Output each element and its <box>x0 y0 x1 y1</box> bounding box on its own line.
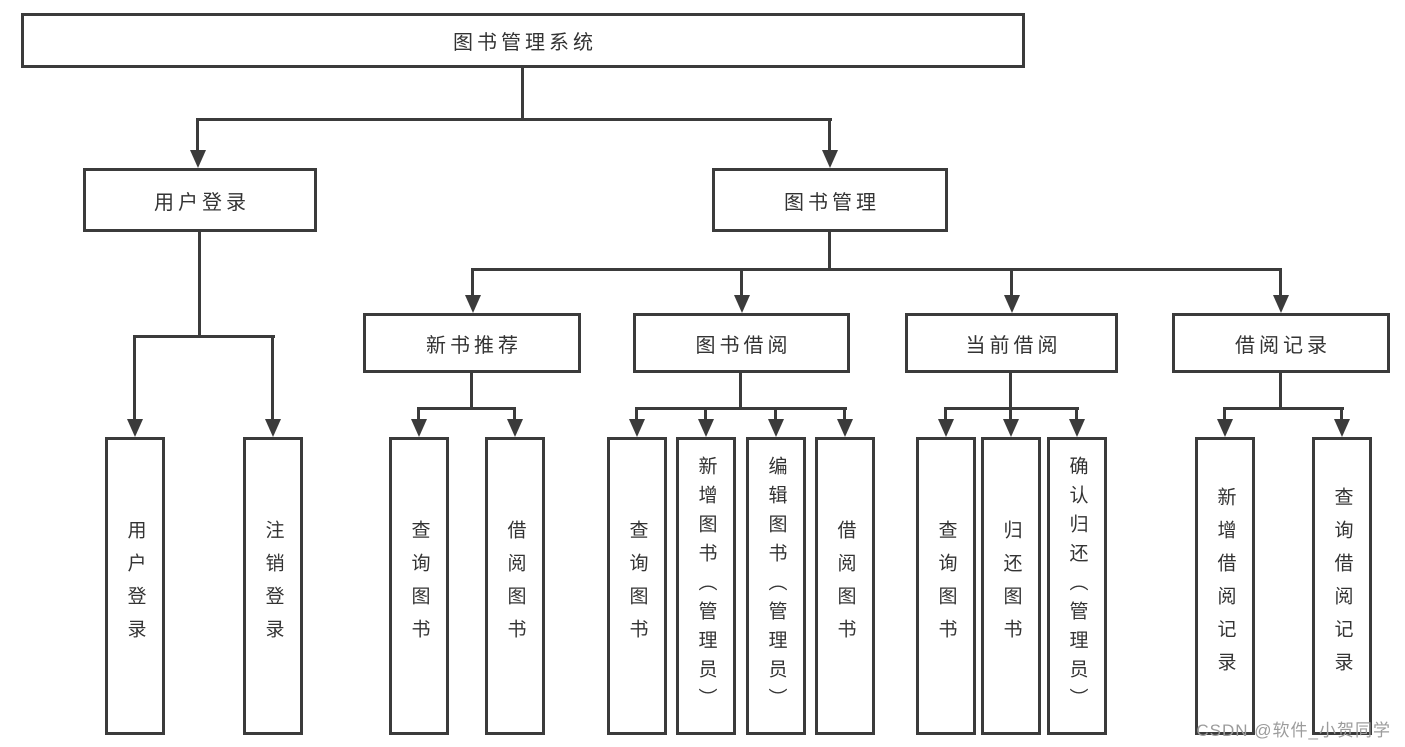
arrowhead-down-icon <box>411 419 427 437</box>
arrowhead-down-icon <box>507 419 523 437</box>
leaf-borrow-book-recommend: 借阅图书 <box>485 437 545 735</box>
arrowhead-down-icon <box>1004 295 1020 313</box>
node-borrow-record-label: 借阅记录 <box>1235 334 1331 357</box>
arrowhead-down-icon <box>1069 419 1085 437</box>
leaf-logout-label: 注销登录 <box>262 520 284 652</box>
leaf-return-book-label: 归还图书 <box>1000 520 1022 652</box>
connector-line <box>471 268 1282 271</box>
arrowhead-down-icon <box>465 295 481 313</box>
leaf-query-book-recommend: 查询图书 <box>389 437 449 735</box>
connector-line <box>1223 407 1226 422</box>
watermark: CSDN @软件_小贺同学 <box>1196 721 1391 740</box>
node-new-book-recommend-label: 新书推荐 <box>426 334 522 357</box>
connector-line <box>133 335 275 338</box>
connector-line <box>1279 373 1282 410</box>
leaf-borrow-book-recommend-label: 借阅图书 <box>504 520 526 652</box>
connector-line <box>1009 373 1012 410</box>
arrowhead-down-icon <box>127 419 143 437</box>
leaf-add-book-admin-label: 新增图书（管理员） <box>695 455 717 717</box>
connector-line <box>271 335 274 421</box>
connector-line <box>739 373 742 410</box>
node-book-borrow-label: 图书借阅 <box>695 334 792 357</box>
connector-line <box>843 407 846 422</box>
connector-line <box>1009 407 1012 422</box>
connector-line <box>513 407 516 422</box>
arrowhead-down-icon <box>265 419 281 437</box>
connector-line <box>740 268 743 297</box>
arrowhead-down-icon <box>734 295 750 313</box>
connector-line <box>417 407 420 422</box>
leaf-add-borrow-record: 新增借阅记录 <box>1195 437 1255 735</box>
leaf-add-book-admin: 新增图书（管理员） <box>676 437 736 735</box>
connector-line <box>1340 407 1343 422</box>
leaf-add-borrow-record-label: 新增借阅记录 <box>1214 487 1236 685</box>
node-new-book-recommend: 新书推荐 <box>363 313 581 373</box>
leaf-query-book-borrow: 查询图书 <box>607 437 667 735</box>
connector-line <box>944 407 947 422</box>
connector-line <box>417 407 516 410</box>
arrowhead-down-icon <box>938 419 954 437</box>
connector-line <box>828 118 831 152</box>
leaf-user-login-label: 用户登录 <box>124 520 146 652</box>
arrowhead-down-icon <box>822 150 838 168</box>
node-user-login: 用户登录 <box>83 168 317 232</box>
node-root: 图书管理系统 <box>21 13 1025 68</box>
connector-line <box>1223 407 1344 410</box>
arrowhead-down-icon <box>190 150 206 168</box>
leaf-query-book-recommend-label: 查询图书 <box>408 520 430 652</box>
connector-line <box>521 68 524 121</box>
connector-line <box>1075 407 1078 422</box>
connector-line <box>1279 268 1282 297</box>
node-book-management: 图书管理 <box>712 168 948 232</box>
leaf-query-book-current-label: 查询图书 <box>935 520 957 652</box>
leaf-query-borrow-record-label: 查询借阅记录 <box>1331 487 1353 685</box>
arrowhead-down-icon <box>629 419 645 437</box>
leaf-edit-book-admin-label: 编辑图书（管理员） <box>765 455 787 717</box>
node-book-borrow: 图书借阅 <box>633 313 850 373</box>
leaf-return-book: 归还图书 <box>981 437 1041 735</box>
leaf-edit-book-admin: 编辑图书（管理员） <box>746 437 806 735</box>
arrowhead-down-icon <box>1273 295 1289 313</box>
connector-line <box>704 407 707 422</box>
node-current-borrow: 当前借阅 <box>905 313 1118 373</box>
node-book-management-label: 图书管理 <box>784 191 880 214</box>
node-current-borrow-label: 当前借阅 <box>965 334 1062 357</box>
leaf-query-book-borrow-label: 查询图书 <box>626 520 648 652</box>
connector-line <box>470 373 473 410</box>
leaf-query-borrow-record: 查询借阅记录 <box>1312 437 1372 735</box>
connector-line <box>133 335 136 421</box>
leaf-confirm-return-admin-label: 确认归还（管理员） <box>1066 455 1088 717</box>
arrowhead-down-icon <box>1217 419 1233 437</box>
leaf-confirm-return-admin: 确认归还（管理员） <box>1047 437 1107 735</box>
node-user-login-label: 用户登录 <box>154 191 250 214</box>
connector-line <box>1010 268 1013 297</box>
connector-line <box>774 407 777 422</box>
arrowhead-down-icon <box>1334 419 1350 437</box>
connector-line <box>635 407 847 410</box>
connector-line <box>196 118 832 121</box>
arrowhead-down-icon <box>698 419 714 437</box>
node-root-label: 图书管理系统 <box>453 32 597 54</box>
connector-line <box>635 407 638 422</box>
arrowhead-down-icon <box>837 419 853 437</box>
connector-line <box>198 232 201 338</box>
leaf-logout: 注销登录 <box>243 437 303 735</box>
arrowhead-down-icon <box>768 419 784 437</box>
arrowhead-down-icon <box>1003 419 1019 437</box>
connector-line <box>196 118 199 152</box>
leaf-user-login: 用户登录 <box>105 437 165 735</box>
node-borrow-record: 借阅记录 <box>1172 313 1390 373</box>
connector-line <box>471 268 474 297</box>
connector-line <box>828 232 831 271</box>
leaf-borrow-book: 借阅图书 <box>815 437 875 735</box>
leaf-query-book-current: 查询图书 <box>916 437 976 735</box>
leaf-borrow-book-label: 借阅图书 <box>834 520 856 652</box>
